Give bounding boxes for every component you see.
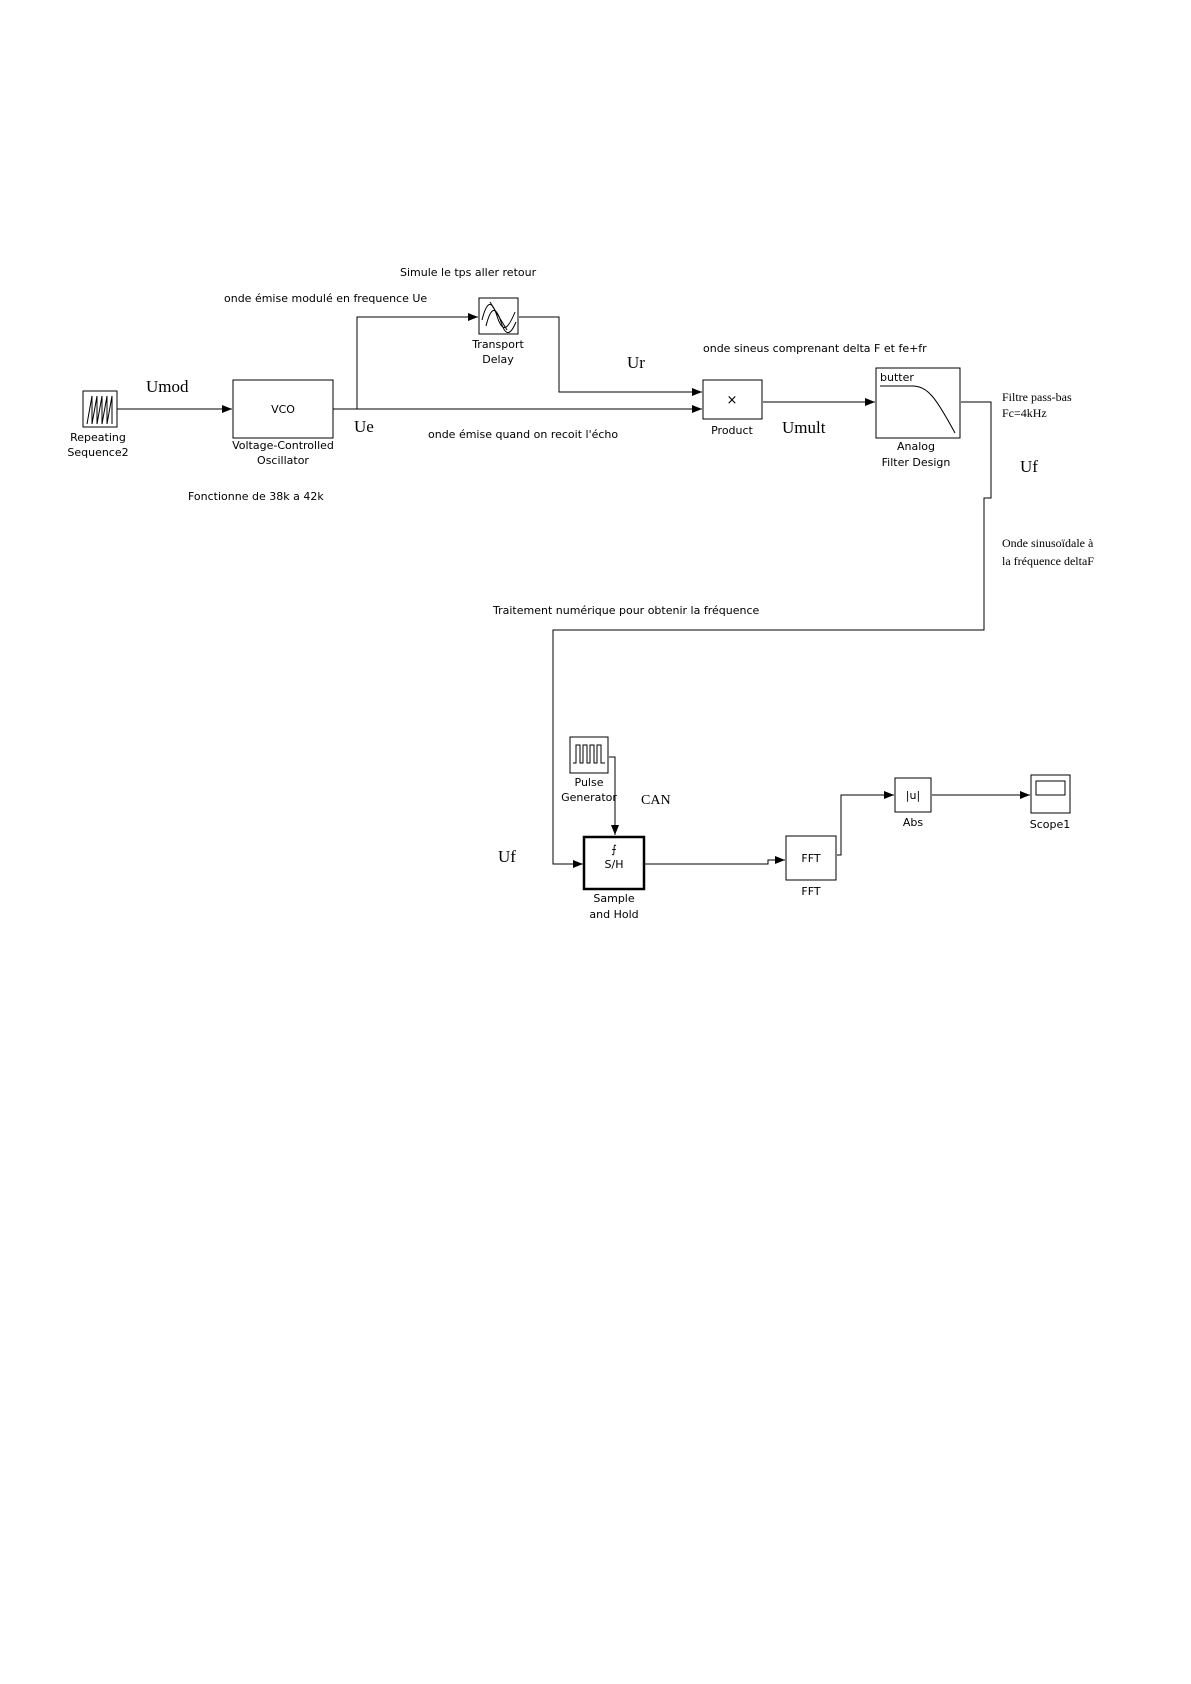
annotation-fonctionne: Fonctionne de 38k a 42k (188, 490, 324, 503)
transport-label-1: Transport (471, 338, 524, 351)
annotation-onde-echo: onde émise quand on recoit l'écho (428, 428, 618, 441)
abs-label: Abs (903, 816, 924, 829)
vco-label-2: Oscillator (257, 454, 309, 467)
lowpass-curve-icon (880, 385, 956, 434)
signal-umod: Umod (146, 377, 189, 396)
filter-text: butter (880, 371, 914, 384)
wire-fft-abs (837, 791, 894, 856)
wire-ue-branch (356, 313, 478, 409)
annotation-onde-sin-2: la fréquence deltaF (1002, 554, 1094, 568)
wire-sh-fft (645, 856, 785, 865)
wire-pulse (609, 756, 619, 835)
repeating-label-1: Repeating (70, 431, 126, 444)
product-symbol: × (727, 393, 738, 408)
sample-hold-symbol: ⨍ (611, 843, 617, 856)
product-block[interactable]: × Product (702, 379, 763, 437)
wire-uf (552, 401, 992, 868)
signal-ue: Ue (354, 417, 374, 436)
wire-ur (519, 316, 702, 396)
filter-label-2: Filter Design (882, 456, 951, 469)
product-label: Product (711, 424, 753, 437)
scope-label: Scope1 (1030, 818, 1071, 831)
vco-label-1: Voltage-Controlled (232, 439, 334, 452)
signal-uf-right: Uf (1020, 457, 1038, 476)
repeating-sequence-block[interactable]: Repeating Sequence2 (67, 390, 129, 459)
fft-label: FFT (801, 885, 820, 898)
transport-delay-icon (481, 301, 517, 333)
transport-label-2: Delay (482, 353, 514, 366)
scope-screen-icon (1035, 780, 1066, 796)
fft-block[interactable]: FFT FFT (785, 835, 837, 898)
filter-label-1: Analog (897, 440, 935, 453)
sample-hold-label-2: and Hold (589, 908, 638, 921)
annotation-filtre-1: Filtre pass-bas (1002, 390, 1072, 404)
abs-text: |u| (906, 789, 920, 802)
annotation-onde-sineus: onde sineus comprenant delta F et fe+fr (703, 342, 927, 355)
wires (117, 313, 1030, 868)
signal-can: CAN (641, 793, 671, 808)
signal-umult: Umult (782, 418, 826, 437)
pulse-label-2: Generator (561, 791, 617, 804)
fft-text: FFT (801, 852, 820, 865)
annotation-onde-emise: onde émise modulé en frequence Ue (224, 292, 427, 305)
abs-block[interactable]: |u| Abs (894, 777, 932, 829)
repeating-label-2: Sequence2 (67, 446, 128, 459)
sample-hold-block[interactable]: ⨍ S/H Sample and Hold (582, 835, 646, 921)
pulse-label-1: Pulse (575, 776, 604, 789)
sample-hold-label-1: Sample (593, 892, 634, 905)
vco-block[interactable]: VCO Voltage-Controlled Oscillator (232, 379, 334, 467)
annotation-onde-sin-1: Onde sinusoïdale à (1002, 536, 1094, 550)
sample-hold-text: S/H (605, 858, 624, 871)
annotation-simule: Simule le tps aller retour (400, 266, 537, 279)
vco-text: VCO (271, 403, 295, 416)
sawtooth-icon (86, 395, 113, 425)
signal-uf-left: Uf (498, 847, 516, 866)
annotation-filtre-2: Fc=4kHz (1002, 406, 1047, 420)
annotation-traitement: Traitement numérique pour obtenir la fré… (492, 604, 759, 617)
pulse-train-icon (573, 744, 605, 764)
transport-delay-block[interactable]: Transport Delay (471, 297, 524, 366)
scope-block[interactable]: Scope1 (1030, 774, 1071, 831)
analog-filter-block[interactable]: butter Analog Filter Design (875, 367, 961, 469)
pulse-generator-block[interactable]: Pulse Generator (561, 736, 617, 804)
signal-ur: Ur (627, 353, 645, 372)
